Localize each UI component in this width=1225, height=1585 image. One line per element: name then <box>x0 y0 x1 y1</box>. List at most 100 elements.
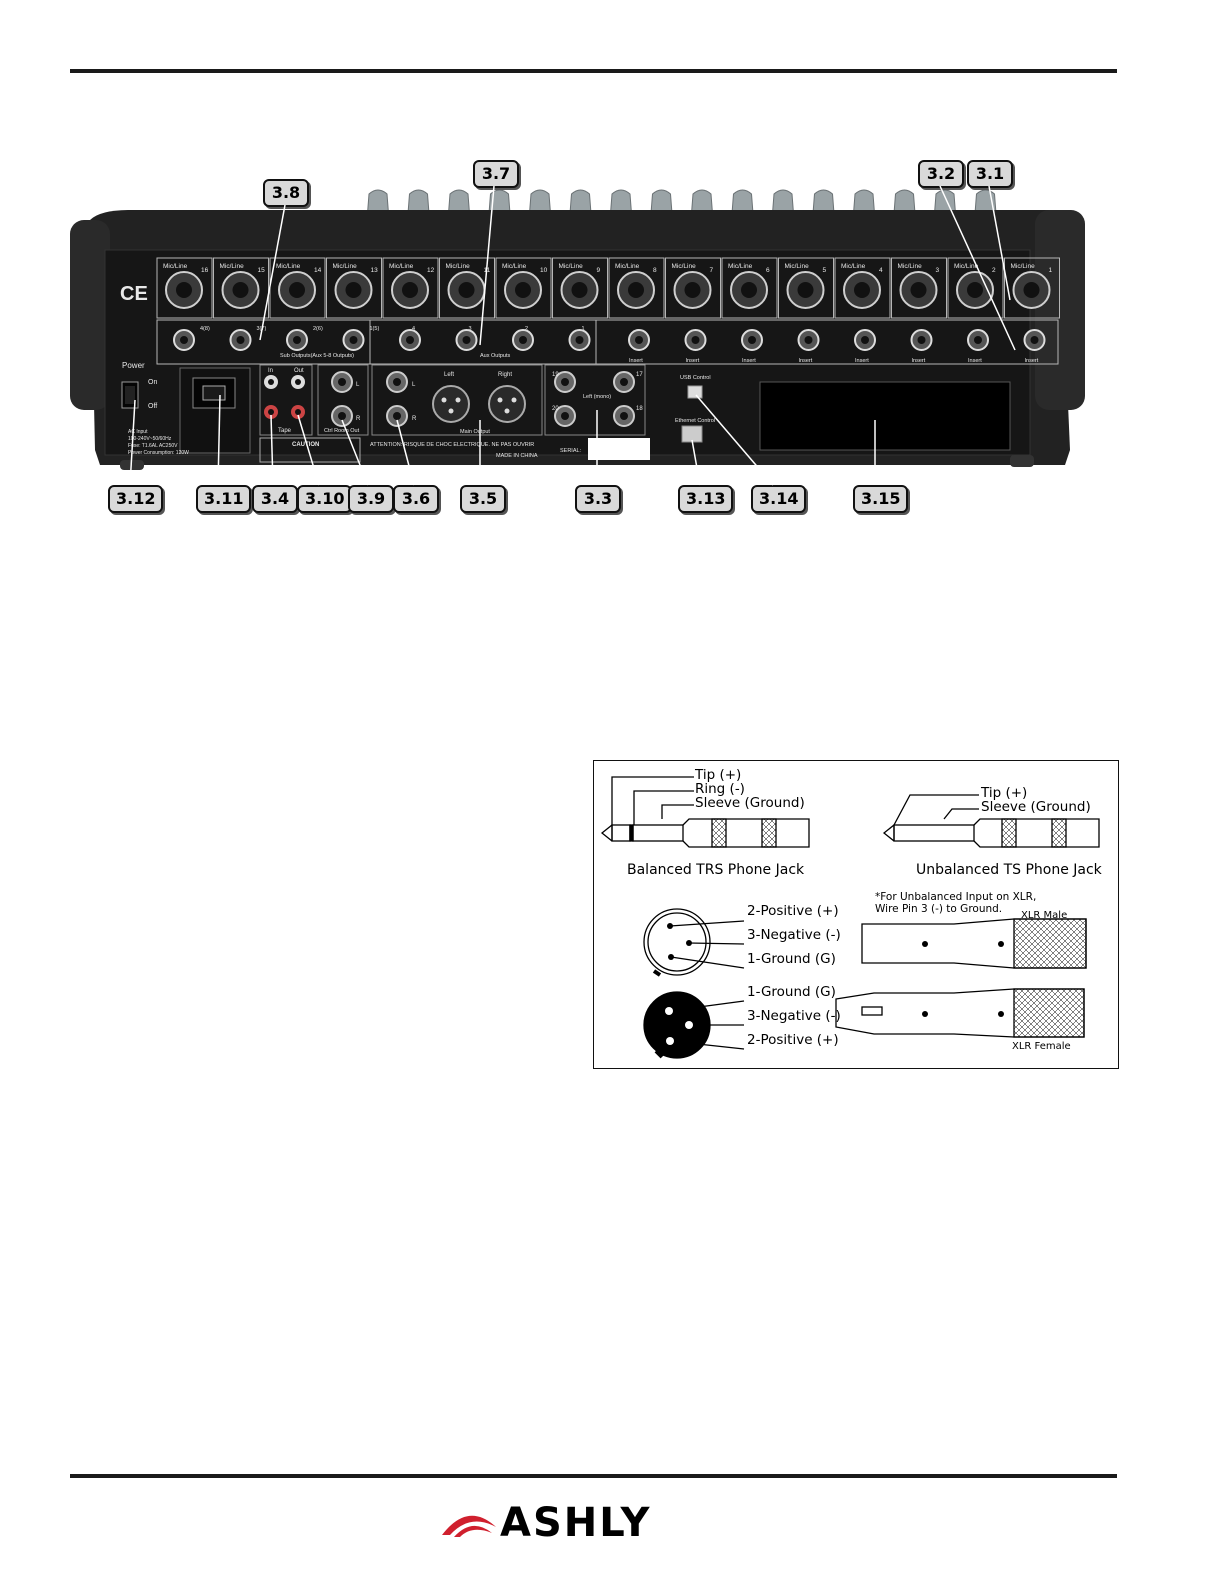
main-right-label: Right <box>498 372 512 378</box>
aux-output-number: 1 <box>582 326 585 332</box>
ts-caption: Unbalanced TS Phone Jack <box>916 862 1102 878</box>
xlr-male-pin3-label: 3-Negative (-) <box>747 927 841 943</box>
mic-line-label: Mic/Line <box>1011 263 1036 270</box>
ashly-wordmark: ASHLY <box>500 1500 652 1546</box>
callout-3-10: 3.10 <box>297 485 353 513</box>
mixer-rear-panel-figure: Power On Off CE AC Input 100-240V~50/60H… <box>60 150 1160 530</box>
callout-3-9: 3.9 <box>348 485 394 513</box>
power-consumption-label: Power Consumption: 120W <box>128 450 189 456</box>
xlr-female-pin1-label: 1-Ground (G) <box>747 984 836 1000</box>
callout-3-7: 3.7 <box>473 160 519 188</box>
channel-input-cell <box>778 257 834 319</box>
made-in-label: MADE IN CHINA <box>496 453 538 459</box>
stereo-20-label: 20 <box>552 406 559 412</box>
ac-input-label: AC Input <box>128 429 148 435</box>
footer-rule <box>70 1474 1117 1478</box>
insert-label: Insert <box>742 358 756 364</box>
insert-label: Insert <box>855 358 869 364</box>
on-label: On <box>148 379 157 386</box>
callout-3-1: 3.1 <box>967 160 1013 188</box>
mic-line-label: Mic/Line <box>276 263 301 270</box>
stereo-19-label: 19 <box>552 372 559 378</box>
mic-line-label: Mic/Line <box>389 263 414 270</box>
tape-in-label: In <box>268 368 273 374</box>
channel-number-label: 13 <box>371 267 379 274</box>
off-label: Off <box>148 403 157 410</box>
channel-number-label: 7 <box>710 267 714 274</box>
callout-3-6: 3.6 <box>393 485 439 513</box>
insert-label: Insert <box>799 358 813 364</box>
sub-outputs-label: Sub Outputs(Aux 5-8 Outputs) <box>280 353 354 359</box>
mic-line-label: Mic/Line <box>954 263 979 270</box>
xlr-male-label: XLR Male <box>1021 910 1068 921</box>
unbalanced-xlr-note: *For Unbalanced Input on XLR, Wire Pin 3… <box>875 891 1037 915</box>
ts-tip-label: Tip (+) <box>981 785 1028 801</box>
ethernet-control-label: Ethernet Control <box>675 418 715 424</box>
connector-wiring-diagram: Tip (+) Ring (-) Sleeve (Ground) Balance… <box>593 760 1119 1069</box>
mic-line-label: Mic/Line <box>446 263 471 270</box>
aux-output-number: 2 <box>525 326 528 332</box>
channel-number-label: 4 <box>879 267 883 274</box>
channel-number-label: 5 <box>823 267 827 274</box>
channel-number-label: 2 <box>992 267 996 274</box>
mic-line-label: Mic/Line <box>615 263 640 270</box>
fuse-label: Fuse: T1.6AL AC250V <box>128 443 178 449</box>
channel-input-cell <box>721 257 778 319</box>
callout-3-3: 3.3 <box>575 485 621 513</box>
caution-label: CAUTION <box>292 442 319 448</box>
mic-line-label: Mic/Line <box>333 263 358 270</box>
main-left-label: Left <box>444 372 454 378</box>
channel-number-label: 8 <box>653 267 657 274</box>
aux-output-number: 3 <box>469 326 472 332</box>
mic-line-label: Mic/Line <box>559 263 584 270</box>
channel-input-cell <box>665 257 721 319</box>
channel-input-cell <box>495 257 552 319</box>
channel-number-label: 1 <box>1049 267 1053 274</box>
stereo-left-mono-label: Left (mono) <box>583 394 611 400</box>
callout-3-5: 3.5 <box>460 485 506 513</box>
ts-sleeve-label: Sleeve (Ground) <box>981 799 1091 815</box>
main-r-label: R <box>412 416 417 422</box>
attention-label: ATTENTION: RISQUE DE CHOC ELECTRIQUE. NE… <box>370 442 534 448</box>
channel-number-label: 11 <box>484 267 491 274</box>
channel-number-label: 16 <box>201 267 209 274</box>
header-rule <box>70 69 1117 73</box>
channel-input-cell <box>552 257 608 319</box>
insert-label: Insert <box>968 358 982 364</box>
mic-line-label: Mic/Line <box>502 263 527 270</box>
callout-3-8: 3.8 <box>263 179 309 207</box>
xlr-male-pin1-label: 1-Ground (G) <box>747 951 836 967</box>
main-output-label: Main Output <box>460 429 490 435</box>
mic-line-label: Mic/Line <box>163 263 188 270</box>
channel-number-label: 10 <box>540 267 548 274</box>
insert-label: Insert <box>629 358 643 364</box>
sub-output-number: 2(6) <box>313 326 323 332</box>
xlr-female-pin3-label: 3-Negative (-) <box>747 1008 841 1024</box>
mic-line-label: Mic/Line <box>785 263 810 270</box>
insert-label: Insert <box>912 358 926 364</box>
trs-sleeve-label: Sleeve (Ground) <box>695 795 805 811</box>
tape-label: Tape <box>278 428 292 434</box>
insert-label: Insert <box>1025 358 1039 364</box>
callout-3-4: 3.4 <box>252 485 298 513</box>
mixer-rear-panel-photo: Power On Off CE AC Input 100-240V~50/60H… <box>70 189 1085 470</box>
mic-line-label: Mic/Line <box>841 263 866 270</box>
xlr-female-pin2-label: 2-Positive (+) <box>747 1032 839 1048</box>
callout-3-15: 3.15 <box>853 485 909 513</box>
callout-3-13: 3.13 <box>678 485 734 513</box>
trs-ring-label: Ring (-) <box>695 781 745 797</box>
callout-3-14: 3.14 <box>751 485 807 513</box>
channel-number-label: 14 <box>314 267 322 274</box>
ce-mark: CE <box>120 283 148 305</box>
mic-line-label: Mic/Line <box>728 263 753 270</box>
ctrl-r-label: R <box>356 416 361 422</box>
xlr-female-label: XLR Female <box>1012 1041 1071 1052</box>
sub-output-number: 4(8) <box>200 326 210 332</box>
mic-line-label: Mic/Line <box>672 263 697 270</box>
insert-label: Insert <box>686 358 700 364</box>
callout-3-12: 3.12 <box>108 485 164 513</box>
trs-tip-label: Tip (+) <box>695 767 742 783</box>
callout-3-2: 3.2 <box>918 160 964 188</box>
voltage-label: 100-240V~50/60Hz <box>128 436 172 442</box>
channel-number-label: 12 <box>427 267 435 274</box>
